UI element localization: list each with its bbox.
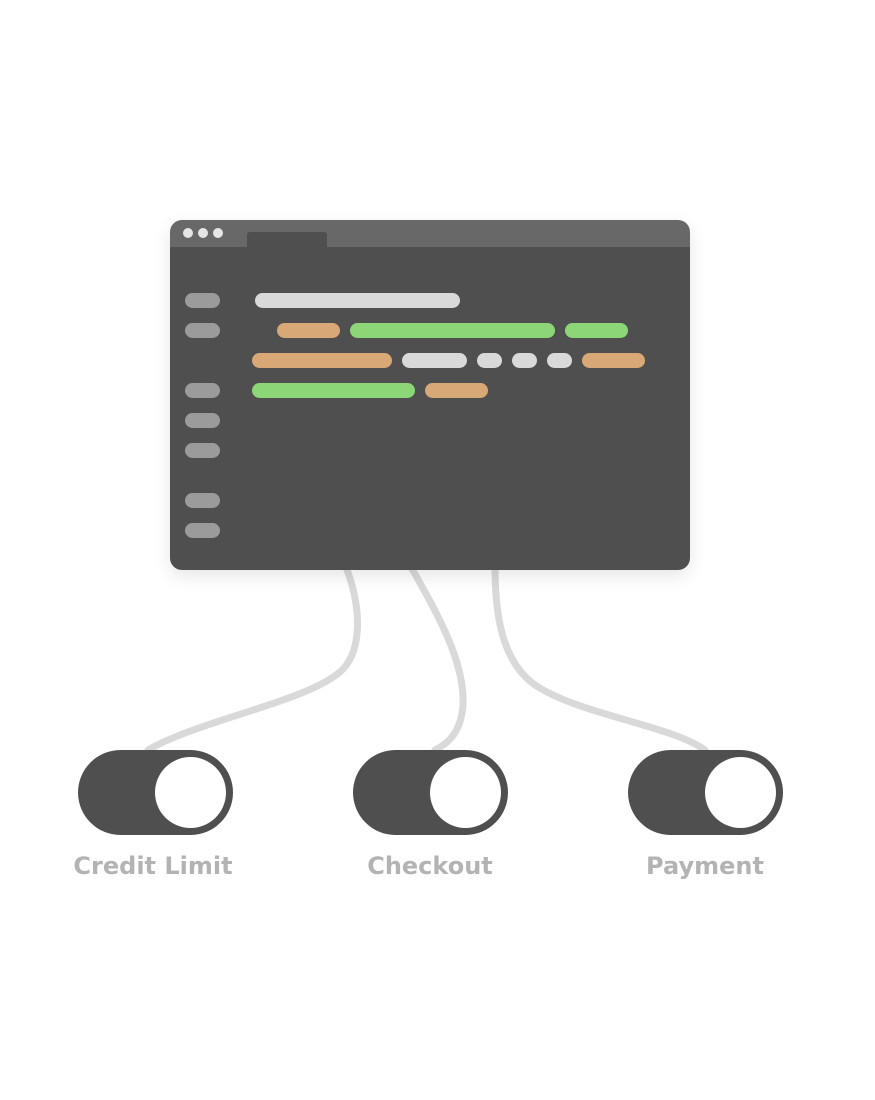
code-token (350, 323, 555, 338)
code-token (477, 353, 502, 368)
toggle-payment[interactable] (628, 750, 783, 835)
gutter-mark (185, 523, 220, 538)
gutter-mark (185, 443, 220, 458)
window-titlebar (170, 220, 690, 247)
toggle-credit-limit[interactable] (78, 750, 233, 835)
gutter-mark (185, 293, 220, 308)
code-token (425, 383, 488, 398)
code-editor-window (170, 220, 690, 570)
code-token (402, 353, 467, 368)
toggle-knob (430, 757, 501, 828)
code-token (252, 353, 392, 368)
gutter-mark (185, 323, 220, 338)
toggle-knob (155, 757, 226, 828)
code-token (547, 353, 572, 368)
code-token (565, 323, 628, 338)
gutter-mark (185, 383, 220, 398)
window-dot-icon (213, 228, 223, 238)
editor-tab (247, 232, 327, 247)
toggle-checkout[interactable] (353, 750, 508, 835)
cable-checkout (406, 561, 467, 754)
cable-payment (491, 561, 709, 754)
window-dot-icon (198, 228, 208, 238)
credit-limit-label: Credit Limit (73, 852, 233, 880)
toggle-knob (705, 757, 776, 828)
cable-credit-limit (144, 561, 361, 754)
gutter-mark (185, 493, 220, 508)
code-token (252, 383, 415, 398)
code-token (582, 353, 645, 368)
code-token (512, 353, 537, 368)
gutter-mark (185, 413, 220, 428)
editor-body (170, 247, 690, 570)
window-dot-icon (183, 228, 193, 238)
code-token (277, 323, 340, 338)
payment-label: Payment (646, 852, 764, 880)
checkout-label: Checkout (367, 852, 493, 880)
code-token (255, 293, 460, 308)
